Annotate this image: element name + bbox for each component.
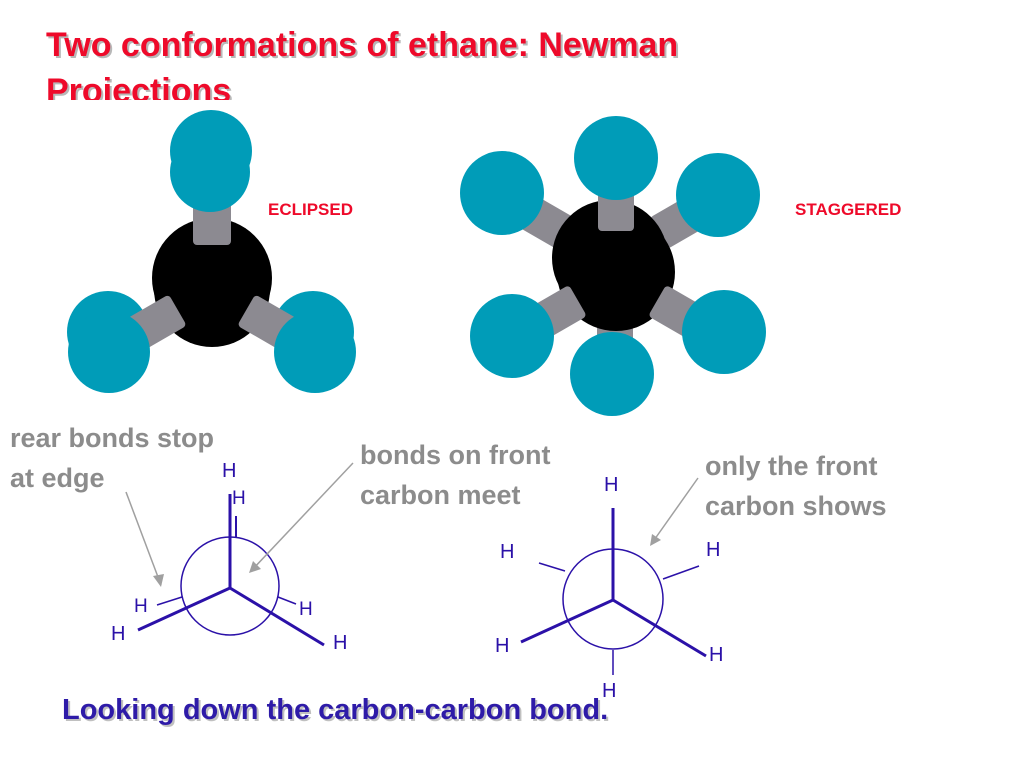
staggered-label: STAGGERED — [795, 200, 902, 219]
rear-bond — [662, 565, 700, 580]
hydrogen-label: H — [500, 541, 514, 563]
hydrogen-atom — [470, 294, 554, 378]
slide-title: Two conformations of ethane: Newman Proj… — [46, 26, 679, 100]
carbon-atom-front — [154, 231, 270, 347]
hydrogen-atom — [274, 311, 356, 393]
hydrogen-label: H — [602, 680, 616, 702]
slide-caption: Looking down the carbon-carbon bond. — [62, 694, 609, 726]
front-bond — [137, 586, 231, 632]
hydrogen-label: H — [134, 596, 148, 617]
hydrogen-atom — [570, 332, 654, 416]
front-carbon-annotation: only the front carbon shows — [705, 451, 887, 521]
hydrogen-atom — [676, 153, 760, 237]
hydrogen-atom — [170, 132, 250, 212]
arrow-front-carbon — [651, 477, 699, 544]
hydrogen-label: H — [333, 632, 347, 654]
staggered-ball-and-stick-model — [460, 116, 766, 416]
rear-bond — [277, 596, 297, 605]
staggered-newman-projection: H H H H H H — [495, 474, 723, 702]
arrowhead — [249, 561, 261, 573]
carbon-atom-front — [557, 213, 675, 331]
hydrogen-label: H — [709, 644, 723, 666]
front-bonds-annotation: bonds on front carbon meet — [360, 440, 551, 510]
rear-bonds-annotation: rear bonds stop at edge — [10, 423, 215, 493]
arrowhead — [153, 574, 164, 587]
hydrogen-label: H — [495, 635, 509, 657]
eclipsed-label: ECLIPSED — [268, 200, 354, 219]
hydrogen-label: H — [232, 488, 246, 509]
hydrogen-atom — [460, 151, 544, 235]
rear-bond — [538, 562, 566, 572]
hydrogen-label: H — [706, 539, 720, 561]
hydrogen-atom — [574, 116, 658, 200]
eclipsed-newman-projection: H H H H H H — [111, 460, 347, 654]
eclipsed-ball-and-stick-model — [67, 110, 356, 393]
hydrogen-label: H — [222, 460, 236, 482]
arrow-front-bonds — [251, 462, 354, 571]
rear-bond — [156, 596, 183, 606]
front-bond — [229, 586, 325, 647]
hydrogen-label: H — [604, 474, 618, 496]
hydrogen-label: H — [299, 599, 313, 620]
hydrogen-atom — [68, 311, 150, 393]
front-bond — [612, 598, 707, 658]
hydrogen-atom — [682, 290, 766, 374]
hydrogen-label: H — [111, 623, 125, 645]
arrowhead — [650, 534, 661, 546]
arrow-rear-bonds — [125, 491, 162, 586]
front-bond — [520, 598, 614, 644]
annotation-arrows — [125, 462, 699, 587]
